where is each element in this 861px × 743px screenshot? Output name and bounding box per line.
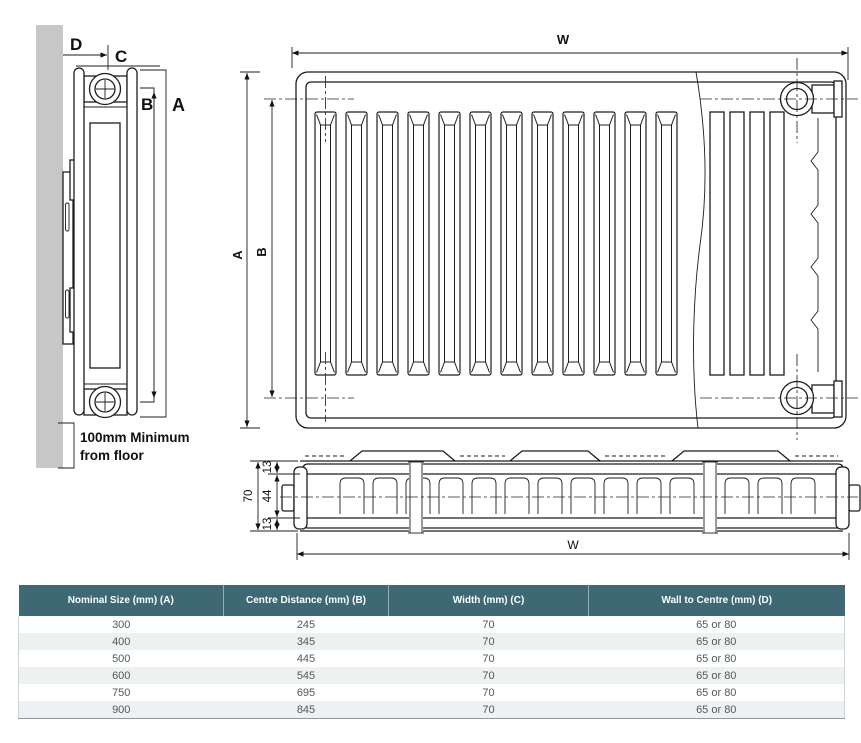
section-view: 70 13 44 13 W bbox=[243, 450, 861, 560]
floor-clearance: 100mm Minimum from floor bbox=[58, 422, 190, 469]
col-width: Width (mm) (C) bbox=[388, 585, 589, 616]
section-left-fitting bbox=[281, 466, 308, 530]
section-panels bbox=[300, 463, 844, 532]
wall bbox=[36, 25, 63, 468]
dim-a-label: A bbox=[172, 95, 185, 115]
break-line bbox=[693, 71, 706, 429]
floor-note-line1: 100mm Minimum bbox=[80, 430, 190, 445]
side-dimensions: D C B A 100mm Minimum from floor bbox=[58, 35, 190, 469]
front-dim-b-label: B bbox=[254, 247, 269, 256]
section-dim-w: W bbox=[567, 538, 579, 552]
col-centre-distance: Centre Distance (mm) (B) bbox=[223, 585, 389, 616]
dim-d-label: D bbox=[70, 35, 82, 54]
section-brackets bbox=[408, 461, 718, 534]
top-valve bbox=[88, 72, 122, 106]
spec-table-header: Nominal Size (mm) (A) Centre Distance (m… bbox=[18, 585, 845, 616]
back-panel-fins bbox=[709, 111, 819, 376]
front-dim-a-label: A bbox=[230, 250, 245, 260]
spec-table: Nominal Size (mm) (A) Centre Distance (m… bbox=[18, 585, 845, 719]
section-dimensions: 70 13 44 13 W bbox=[243, 460, 850, 560]
col-nominal-size: Nominal Size (mm) (A) bbox=[18, 585, 224, 616]
convector-fins bbox=[339, 477, 816, 514]
section-dim-top: 13 bbox=[262, 461, 274, 474]
front-dim-w-label: W bbox=[557, 32, 570, 47]
section-right-fitting bbox=[835, 466, 861, 530]
technical-drawing: D C B A 100mm Minimum from floor W bbox=[36, 25, 861, 560]
col-wall-to-centre: Wall to Centre (mm) (D) bbox=[588, 585, 845, 616]
seam-scallop bbox=[810, 118, 819, 372]
section-dim-overall: 70 bbox=[243, 490, 255, 503]
section-dim-bottom: 13 bbox=[262, 518, 274, 531]
side-view: D C B A 100mm Minimum from floor bbox=[36, 25, 190, 469]
front-view: W bbox=[230, 32, 858, 440]
dim-b-label: B bbox=[141, 95, 153, 114]
dim-c-label: C bbox=[115, 47, 127, 66]
centerlines bbox=[264, 58, 858, 440]
section-dim-middle: 44 bbox=[262, 489, 274, 502]
front-dimensions: A B bbox=[230, 71, 275, 429]
floor-note-line2: from floor bbox=[80, 448, 144, 463]
bottom-valve bbox=[88, 385, 122, 419]
top-grille bbox=[300, 450, 843, 462]
radiator-side-profile bbox=[73, 67, 138, 419]
